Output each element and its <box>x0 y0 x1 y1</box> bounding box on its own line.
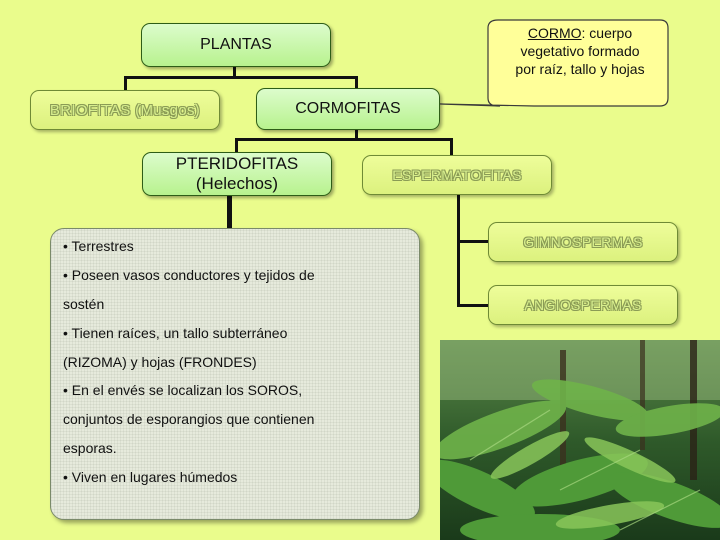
callout-line2: vegetativo formado <box>520 43 640 59</box>
callout-line1-rest: : cuerpo <box>581 25 633 41</box>
node-plantas-label: PLANTAS <box>200 36 272 53</box>
node-cormofitas: CORMOFITAS <box>256 88 440 130</box>
node-angiospermas-label: ANGIOSPERMAS <box>524 297 642 313</box>
node-espermatofitas: ESPERMATOFITAS <box>362 155 552 195</box>
connector-cormofitas-down <box>355 130 358 140</box>
node-angiospermas: ANGIOSPERMAS <box>488 285 678 325</box>
connector-pteridofitas-drop <box>235 138 238 154</box>
info-panel: • Terrestres • Poseen vasos conductores … <box>50 228 420 520</box>
info-line: • Tienen raíces, un tallo subterráneo <box>63 325 288 341</box>
connector-gimnospermas <box>457 240 489 243</box>
callout-text: CORMO: cuerpo vegetativo formado por raí… <box>492 24 668 78</box>
node-pteridofitas-label-1: PTERIDOFITAS <box>175 154 299 173</box>
info-line: (RIZOMA) y hojas (FRONDES) <box>63 354 257 370</box>
connector-plantas-horizontal <box>124 76 358 79</box>
connector-briofitas-drop <box>124 76 127 92</box>
node-briofitas: BRIOFITAS (Musgos) <box>30 90 220 130</box>
node-espermatofitas-label: ESPERMATOFITAS <box>392 167 522 183</box>
info-line: • Terrestres <box>63 238 134 254</box>
connector-cormofitas-drop <box>355 76 358 90</box>
node-briofitas-label: BRIOFITAS (Musgos) <box>49 101 201 119</box>
callout-term: CORMO <box>527 25 582 41</box>
callout-line3: por raíz, tallo y hojas <box>515 61 645 77</box>
info-line: conjuntos de esporangios que contienen <box>63 411 315 427</box>
connector-cormofitas-horizontal <box>235 138 453 141</box>
node-gimnospermas-label: GIMNOSPERMAS <box>523 234 643 250</box>
connector-pteridofitas-to-info <box>227 196 232 229</box>
info-line: • En el envés se localizan los SOROS, <box>63 382 303 398</box>
callout-shape <box>439 19 669 107</box>
connector-espermatofitas-down <box>457 194 460 306</box>
info-line: esporas. <box>63 440 117 456</box>
info-line: • Viven en lugares húmedos <box>63 469 238 485</box>
node-pteridofitas-label-2: (Helechos) <box>195 174 279 193</box>
node-gimnospermas: GIMNOSPERMAS <box>488 222 678 262</box>
connector-plantas-down <box>233 66 236 78</box>
node-pteridofitas: PTERIDOFITAS (Helechos) <box>142 152 332 196</box>
connector-espermatofitas-drop <box>450 138 453 156</box>
node-cormofitas-label: CORMOFITAS <box>295 100 401 117</box>
info-line: • Poseen vasos conductores y tejidos de <box>63 267 315 283</box>
info-line: sostén <box>63 296 105 312</box>
fern-forest-photo <box>440 340 720 540</box>
connector-angiospermas <box>457 304 489 307</box>
node-plantas: PLANTAS <box>141 23 331 67</box>
